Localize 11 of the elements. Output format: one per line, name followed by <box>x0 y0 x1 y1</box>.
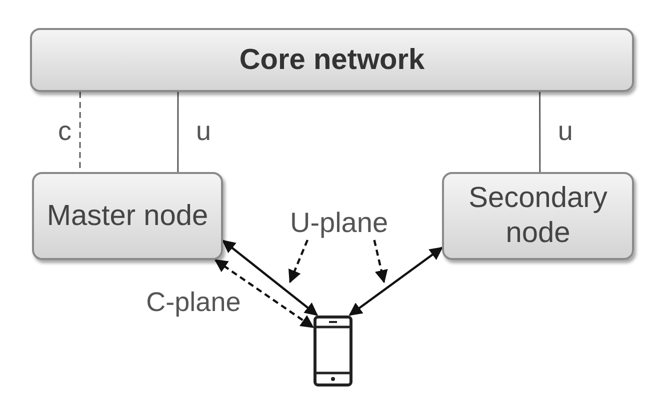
plane-label: U-plane <box>276 206 402 240</box>
node-box: Master node <box>32 172 223 260</box>
arrow <box>373 240 388 284</box>
node-box: Secondary node <box>442 172 634 260</box>
arrow <box>348 246 444 316</box>
connector-line <box>177 92 179 172</box>
arrow <box>214 259 314 328</box>
arrow <box>222 240 318 316</box>
connector-line <box>539 92 541 172</box>
arrow <box>288 240 309 284</box>
network-box: Core network <box>30 28 634 92</box>
